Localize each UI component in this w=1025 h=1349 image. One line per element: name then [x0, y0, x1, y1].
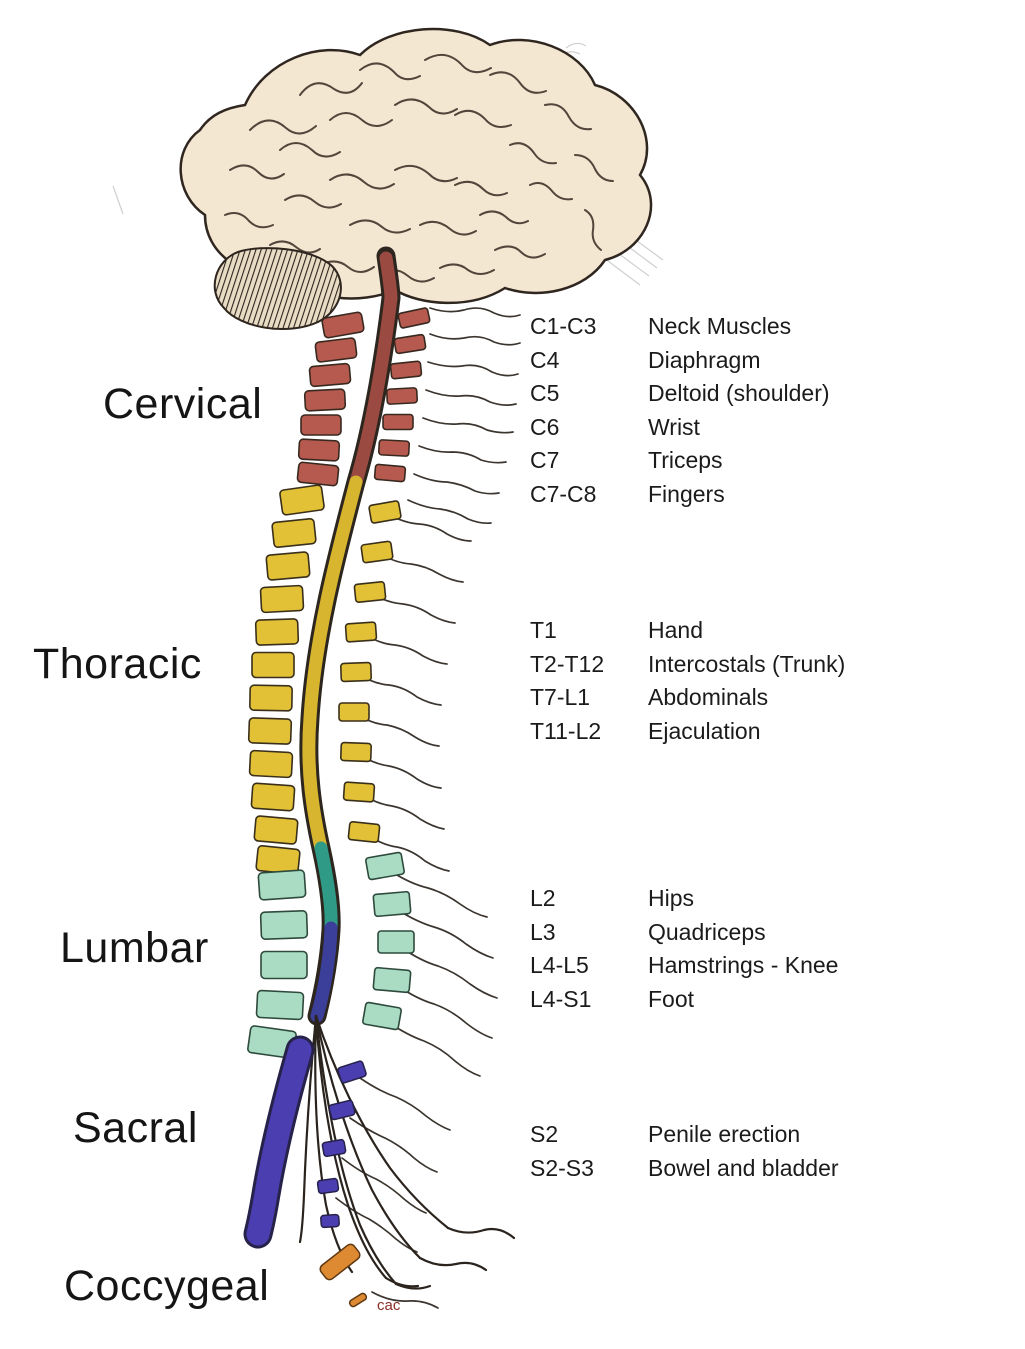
segment-function: Ejaculation: [648, 717, 761, 744]
segment-code: C5: [530, 380, 560, 407]
segment-row: C7-C8 Fingers: [530, 478, 830, 512]
function-map-thoracic: T1 Hand T2-T12 Intercostals (Trunk) T7-L…: [530, 614, 845, 748]
cauda-equina: [298, 1014, 516, 1290]
sacrum-strip: [246, 1038, 312, 1246]
segment-code: C7: [530, 447, 560, 474]
segment-code: S2: [530, 1121, 559, 1148]
segment-row: T7-L1 Abdominals: [530, 681, 845, 715]
segment-function: Quadriceps: [648, 918, 766, 945]
cord-cervical: [349, 251, 398, 489]
segment-function: Hamstrings - Knee: [648, 952, 839, 979]
brain-illustration: [179, 27, 653, 331]
segment-function: Fingers: [648, 480, 725, 507]
region-label-sacral: Sacral: [73, 1104, 198, 1152]
segment-row: C1-C3 Neck Muscles: [530, 310, 830, 344]
segment-function: Wrist: [648, 413, 700, 440]
segment-row: C4 Diaphragm: [530, 344, 830, 378]
segment-code: C7-C8: [530, 480, 597, 507]
vertebrae-sacral: [243, 1035, 367, 1249]
segment-code: C1-C3: [530, 313, 597, 340]
cord-thoracic: [302, 475, 363, 855]
segment-function: Diaphragm: [648, 346, 761, 373]
segment-row: C5 Deltoid (shoulder): [530, 377, 830, 411]
segment-function: Hips: [648, 885, 695, 912]
segment-code: T7-L1: [530, 684, 591, 711]
segment-code: L4-L5: [530, 952, 589, 979]
segment-function: Hand: [648, 617, 703, 644]
spinal-cord: [299, 246, 401, 1026]
function-map-sacral: S2 Penile erection S2-S3 Bowel and bladd…: [530, 1118, 839, 1185]
segment-row: S2 Penile erection: [530, 1118, 839, 1152]
segment-row: T11-L2 Ejaculation: [530, 715, 845, 749]
function-map-cervical: C1-C3 Neck Muscles C4 Diaphragm C5 Delto…: [530, 310, 830, 511]
segment-function: Penile erection: [648, 1121, 801, 1148]
segment-row: C6 Wrist: [530, 411, 830, 445]
region-label-thoracic: Thoracic: [33, 640, 202, 688]
segment-row: C7 Triceps: [530, 444, 830, 478]
cerebellum: [213, 247, 342, 331]
segment-function: Bowel and bladder: [648, 1154, 839, 1181]
segment-row: L3 Quadriceps: [530, 916, 838, 950]
region-label-cervical: Cervical: [103, 380, 263, 428]
segment-row: L2 Hips: [530, 882, 838, 916]
gyri-sketch: [224, 53, 614, 283]
segment-code: C4: [530, 346, 560, 373]
region-label-coccygeal: Coccygeal: [64, 1262, 270, 1310]
segment-row: L4-L5 Hamstrings - Knee: [530, 949, 838, 983]
segment-code: C6: [530, 413, 560, 440]
cord-conus: [310, 921, 338, 1023]
spinal-nerves: [335, 307, 521, 1309]
segment-function: Neck Muscles: [648, 313, 792, 340]
segment-code: T1: [530, 617, 557, 644]
segment-code: T2-T12: [530, 650, 605, 677]
segment-code: T11-L2: [530, 717, 602, 744]
segment-row: L4-S1 Foot: [530, 983, 838, 1017]
segment-row: S2-S3 Bowel and bladder: [530, 1152, 839, 1186]
vertebrae-cervical: [296, 307, 431, 487]
segment-code: L3: [530, 918, 556, 945]
vertebrae-coccygeal: [319, 1243, 368, 1308]
coccyx-footnote: cac: [377, 1297, 401, 1314]
segment-function: Foot: [648, 985, 695, 1012]
vertebrae-lumbar: [247, 851, 415, 1059]
region-label-lumbar: Lumbar: [60, 924, 209, 972]
segment-row: T2-T12 Intercostals (Trunk): [530, 648, 845, 682]
segment-function: Deltoid (shoulder): [648, 380, 830, 407]
segment-code: L2: [530, 885, 556, 912]
segment-function: Intercostals (Trunk): [648, 650, 846, 677]
segment-function: Triceps: [648, 447, 723, 474]
segment-row: T1 Hand: [530, 614, 845, 648]
segment-code: L4-S1: [530, 985, 592, 1012]
segment-function: Abdominals: [648, 684, 769, 711]
segment-code: S2-S3: [530, 1154, 594, 1181]
function-map-lumbar: L2 Hips L3 Quadriceps L4-L5 Hamstrings -…: [530, 882, 838, 1016]
vertebrae-thoracic: [247, 484, 402, 876]
